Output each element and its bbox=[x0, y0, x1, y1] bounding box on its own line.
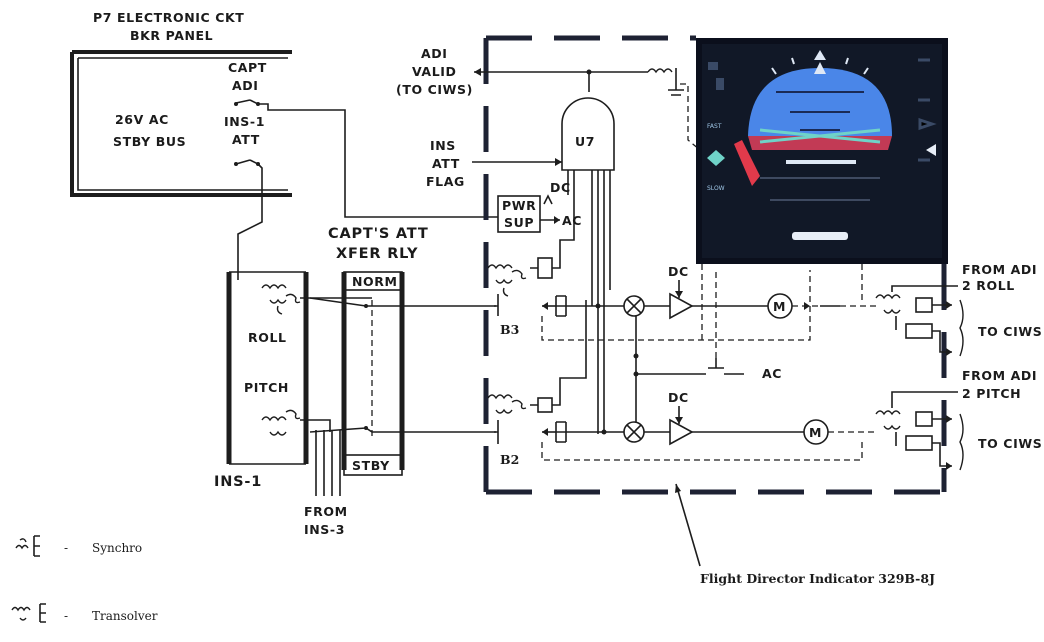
from-adi2-pitch-line1: FROM ADI bbox=[962, 368, 1037, 383]
adi2-pitch-interface: FROM ADI 2 PITCH TO CIWS bbox=[875, 368, 1042, 471]
ac-power-label: AC bbox=[562, 213, 582, 228]
capt-att-transfer-relay: CAPT'S ATT XFER RLY NORM STBY FROM INS-3 bbox=[304, 226, 496, 537]
b2-label: B2 bbox=[500, 452, 519, 467]
relay-title-line2: XFER RLY bbox=[336, 246, 418, 262]
sky-region bbox=[748, 68, 892, 136]
adi2-roll-interface: FROM ADI 2 ROLL TO CIWS bbox=[875, 262, 1042, 357]
power-supply: PWR SUP DC AC bbox=[497, 180, 582, 233]
relay-title-line1: CAPT'S ATT bbox=[328, 226, 429, 242]
capt-adi-line2: ADI bbox=[232, 78, 259, 93]
fdi-caption: Flight Director Indicator 329B-8J bbox=[700, 571, 935, 586]
from-adi2-pitch-line2: 2 PITCH bbox=[962, 386, 1021, 401]
synchro-legend-symbol-icon bbox=[15, 535, 40, 557]
p7-breaker-panel: P7 ELECTRONIC CKT BKR PANEL 26V AC STBY … bbox=[70, 10, 292, 197]
panel-title-line1: P7 ELECTRONIC CKT bbox=[93, 10, 244, 25]
ins-att-flag-line1: INS bbox=[430, 138, 456, 153]
adi-valid-line3: (TO CIWS) bbox=[396, 82, 473, 97]
ins1-att-line1: INS-1 bbox=[224, 114, 265, 129]
ins-att-flag-line3: FLAG bbox=[426, 174, 465, 189]
pitch-label: PITCH bbox=[244, 380, 289, 395]
to-ciws-pitch-label: TO CIWS bbox=[978, 436, 1042, 451]
dc-amp-roll-label: DC bbox=[668, 264, 689, 279]
pwr-sup-line1: PWR bbox=[502, 198, 536, 213]
norm-label: NORM bbox=[352, 274, 398, 289]
flight-director-indicator-outline bbox=[483, 35, 947, 495]
pitch-synchro-icon bbox=[261, 409, 331, 436]
roll-amplifier-icon bbox=[669, 292, 694, 320]
transolver-separator: - bbox=[64, 609, 68, 623]
ins1-att-breaker-icon bbox=[234, 159, 260, 166]
ins-att-flag-line2: ATT bbox=[432, 156, 460, 171]
slow-label: SLOW bbox=[707, 185, 725, 192]
bus-label-line1: 26V AC bbox=[115, 112, 169, 127]
roll-label: ROLL bbox=[248, 330, 287, 345]
transolver-legend-symbol-icon bbox=[11, 603, 46, 623]
from-ins3-line1: FROM bbox=[304, 504, 348, 519]
adi-valid-output: ADI VALID (TO CIWS) bbox=[396, 46, 701, 151]
b3-synchro-icon: B3 bbox=[487, 200, 575, 337]
pwr-sup-line2: SUP bbox=[504, 215, 534, 230]
speed-diamond-icon bbox=[707, 150, 725, 166]
dc-amp-pitch-label: DC bbox=[668, 390, 689, 405]
pitch-servo-channel: DC M bbox=[541, 390, 876, 461]
ins1-unit: INS-1 ROLL PITCH bbox=[214, 271, 372, 490]
to-ciws-roll-label: TO CIWS bbox=[978, 324, 1042, 339]
roll-servo-channel: DC M bbox=[541, 264, 876, 341]
from-ins3-line2: INS-3 bbox=[304, 522, 345, 537]
motor-roll-label: M bbox=[773, 299, 786, 314]
pitch-amplifier-icon bbox=[669, 418, 694, 446]
stby-label: STBY bbox=[352, 458, 390, 473]
adi-display: FAST SLOW bbox=[696, 38, 948, 264]
dc-gate-label: DC bbox=[550, 180, 571, 195]
synchro-separator: - bbox=[64, 541, 68, 555]
synchro-legend-text: Synchro bbox=[92, 541, 142, 555]
u7-and-gate: U7 bbox=[561, 97, 615, 200]
transolver-legend-text: Transolver bbox=[92, 609, 158, 623]
fast-label: FAST bbox=[707, 123, 722, 130]
adi-valid-line1: ADI bbox=[421, 46, 448, 61]
ins1-box-label: INS-1 bbox=[214, 474, 262, 490]
legend: - Synchro - Transolver bbox=[11, 535, 158, 623]
from-adi2-roll-line2: 2 ROLL bbox=[962, 278, 1015, 293]
u7-label: U7 bbox=[575, 134, 595, 149]
from-adi2-roll-line1: FROM ADI bbox=[962, 262, 1037, 277]
adi-valid-line2: VALID bbox=[412, 64, 457, 79]
red-marker-icon bbox=[734, 140, 760, 186]
roll-pointer-icon bbox=[814, 50, 826, 74]
ac-mid-label: AC bbox=[762, 366, 782, 381]
ins-att-flag-input: INS ATT FLAG bbox=[426, 138, 562, 189]
b2-synchro-icon: B2 bbox=[487, 300, 587, 467]
bus-label-line2: STBY BUS bbox=[113, 134, 186, 149]
capt-adi-line1: CAPT bbox=[228, 60, 267, 75]
ins1-att-line2: ATT bbox=[232, 132, 260, 147]
ground-region bbox=[748, 136, 892, 150]
motor-pitch-label: M bbox=[809, 425, 822, 440]
b3-label: B3 bbox=[500, 322, 519, 337]
panel-title-line2: BKR PANEL bbox=[130, 28, 213, 43]
capt-adi-breaker-icon bbox=[234, 99, 260, 106]
